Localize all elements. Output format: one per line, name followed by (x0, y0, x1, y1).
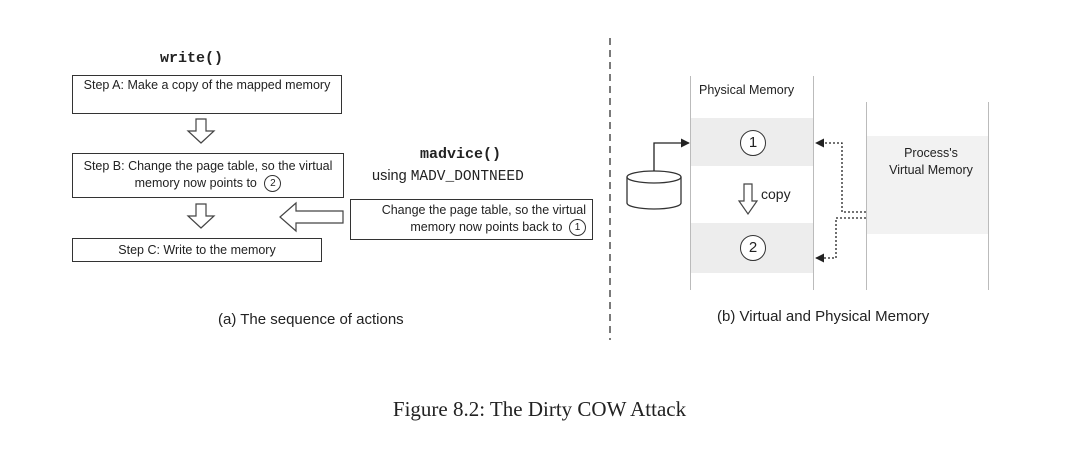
madvice-flag: MADV_DONTNEED (410, 169, 524, 185)
figure-caption: Figure 8.2: The Dirty COW Attack (392, 397, 687, 421)
physical-memory-label: Physical Memory (699, 83, 795, 97)
physical-memory-left-edge (690, 76, 691, 290)
left-arrow-madvice (279, 201, 344, 233)
madvice-box: Change the page table, so the virtual me… (350, 199, 593, 240)
virtual-memory-right-edge (988, 102, 989, 290)
madvice-box-text: Change the page table, so the virtual me… (381, 203, 586, 234)
step-c-box: Step C: Write to the memory (72, 238, 322, 262)
page-1-marker: 1 (740, 130, 766, 156)
virtual-to-page2-arrow (815, 217, 866, 263)
physical-memory-right-edge (813, 76, 814, 290)
virtual-memory-left-edge (866, 102, 867, 290)
madvice-box-marker: 1 (569, 219, 586, 237)
madvice-title: madvice() (420, 146, 502, 163)
step-b-marker: 2 (264, 175, 282, 193)
process-label-line1: Process's (904, 146, 958, 160)
step-a-box: Step A: Make a copy of the mapped memory (72, 75, 342, 114)
process-label-line2: Virtual Memory (889, 163, 973, 177)
file-to-page1-arrow (653, 138, 690, 171)
left-caption: (a) The sequence of actions (218, 311, 404, 328)
process-virtual-memory-label: Process's Virtual Memory (872, 145, 990, 179)
page-2-marker: 2 (740, 235, 766, 261)
file-icon (626, 170, 682, 210)
madvice-using-line: using MADV_DONTNEED (372, 168, 524, 185)
down-arrow-b-to-c (186, 203, 216, 229)
step-c-text: Step C: Write to the memory (118, 243, 276, 257)
step-b-text: Step B: Change the page table, so the vi… (83, 159, 333, 190)
virtual-page (867, 136, 988, 234)
step-a-text: Step A: Make a copy of the mapped memory (83, 78, 331, 92)
madvice-using-text: using (372, 168, 407, 184)
down-arrow-a-to-b (186, 118, 216, 144)
copy-label: copy (761, 186, 791, 202)
copy-arrow (737, 183, 759, 216)
write-title: write() (160, 50, 224, 67)
right-caption: (b) Virtual and Physical Memory (717, 308, 930, 325)
step-b-box: Step B: Change the page table, so the vi… (72, 153, 344, 198)
virtual-to-page1-arrow (815, 138, 866, 213)
